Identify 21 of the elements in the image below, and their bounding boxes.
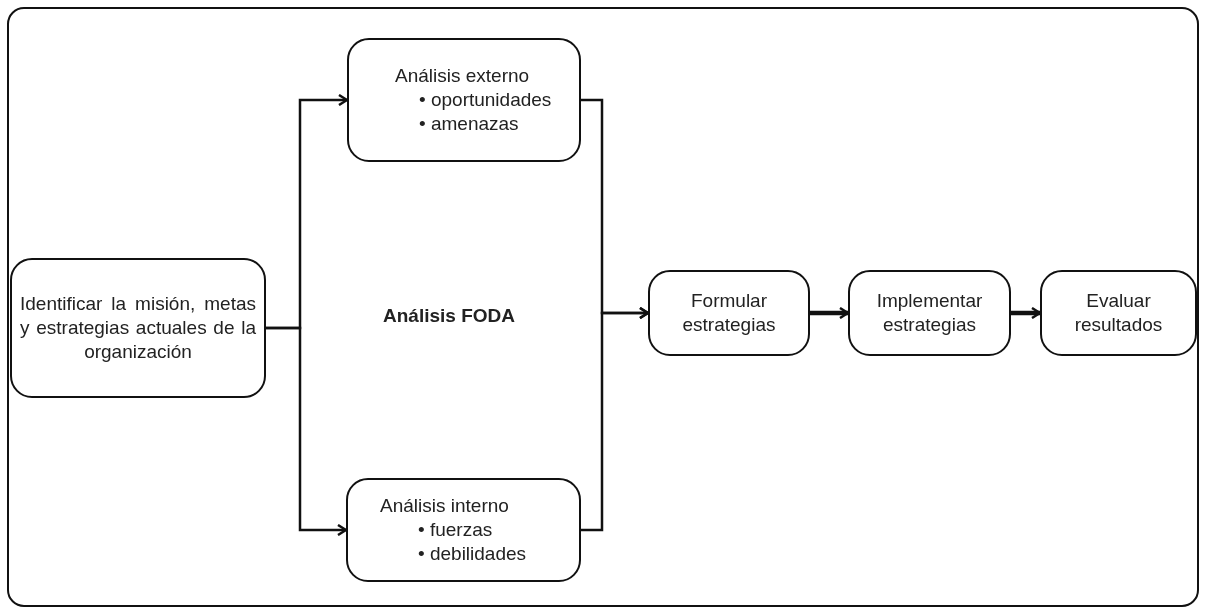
connector-arrow bbox=[266, 326, 348, 537]
bullet-item: • oportunidades bbox=[418, 88, 553, 112]
process-box bbox=[848, 270, 1011, 356]
diagram-label: Análisis FODA bbox=[383, 305, 515, 327]
process-box bbox=[346, 478, 581, 582]
process-box bbox=[347, 38, 581, 162]
box-text: Análisis interno bbox=[379, 494, 510, 519]
box-text: Análisis externo bbox=[394, 64, 531, 89]
process-box bbox=[648, 270, 810, 356]
process-box bbox=[10, 258, 266, 398]
process-box bbox=[1040, 270, 1197, 356]
connector-arrow bbox=[581, 306, 650, 532]
box-text: Evaluar resultados bbox=[1073, 289, 1164, 337]
bullet-item: • amenazas bbox=[418, 111, 520, 136]
connector-arrow bbox=[1011, 306, 1042, 320]
bullet-item: • debilidades bbox=[417, 541, 528, 566]
connector-arrow bbox=[810, 306, 850, 320]
box-text: Formular estrategias bbox=[681, 289, 777, 337]
box-text: Implementar estrategias bbox=[875, 289, 984, 337]
box-text: Identificar la misión, metas y estrategias actuales de la organización bbox=[19, 292, 257, 364]
bullet-item: • fuerzas bbox=[417, 518, 494, 542]
